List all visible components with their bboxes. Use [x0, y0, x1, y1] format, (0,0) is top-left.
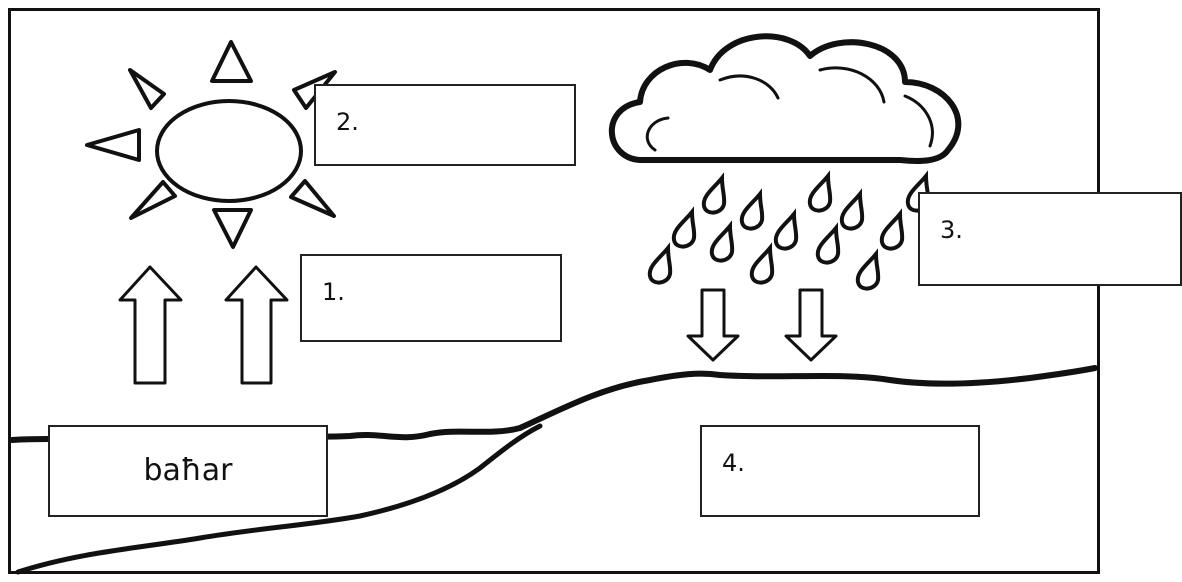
label-box-sea[interactable]: baħar: [48, 425, 328, 517]
label-box-3[interactable]: 3.: [918, 192, 1182, 286]
label-box-1[interactable]: 1.: [300, 254, 562, 342]
down-arrow-icon: [686, 288, 740, 362]
down-arrow-icon: [784, 288, 838, 362]
cloud-icon: [608, 33, 962, 164]
raindrop-icon: [647, 170, 931, 291]
up-arrow-icon: [224, 265, 289, 385]
label-box-4-text: 4.: [722, 449, 745, 477]
sun-icon: [85, 40, 337, 249]
up-arrow-icon: [118, 265, 183, 385]
label-box-1-text: 1.: [322, 278, 345, 306]
label-box-3-text: 3.: [940, 216, 963, 244]
label-box-sea-text: baħar: [143, 453, 233, 488]
label-box-2-text: 2.: [336, 108, 359, 136]
label-box-4[interactable]: 4.: [700, 425, 980, 517]
label-box-2[interactable]: 2.: [314, 84, 576, 166]
